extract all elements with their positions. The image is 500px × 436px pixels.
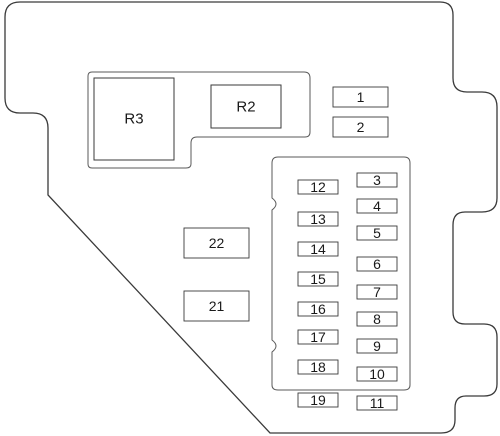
relay-r3-box	[93, 77, 175, 161]
fuse-1-box	[332, 86, 389, 108]
fuse-17-label: 17	[310, 329, 326, 345]
fuse-5-box	[356, 225, 398, 241]
fuse-12-box	[297, 179, 339, 195]
relay-r3-label: R3	[124, 110, 144, 128]
housing-outline	[4, 1, 498, 434]
fuse-21-box	[183, 290, 250, 322]
fuse-8-box	[356, 311, 398, 327]
fuse-8-label: 8	[373, 311, 381, 327]
fuse-11-box	[356, 395, 398, 411]
fuse-7-box	[356, 284, 398, 300]
fuse-18-box	[297, 359, 339, 375]
fuse-10-label: 10	[369, 366, 385, 382]
fuse-19-label: 19	[310, 392, 326, 408]
fuse-13-box	[297, 211, 339, 227]
fuse-2-box	[332, 116, 389, 138]
fuse-6-label: 6	[373, 256, 381, 272]
fuse-15-box	[297, 271, 339, 287]
fuse-14-box	[297, 241, 339, 257]
fuse-22-box	[183, 227, 250, 259]
fuse-19-box	[297, 392, 339, 408]
fuse-12-label: 12	[310, 179, 326, 195]
relay-r2-box	[210, 84, 282, 129]
fuse-4-label: 4	[373, 198, 381, 214]
fuse-2-label: 2	[356, 119, 365, 135]
fuse-9-label: 9	[373, 338, 381, 354]
fuse-10-box	[356, 366, 398, 382]
fuse-7-label: 7	[373, 284, 381, 300]
fuse-13-label: 13	[310, 211, 326, 227]
fuse-15-label: 15	[310, 271, 326, 287]
fuse-1-label: 1	[356, 89, 365, 105]
fuse-22-label: 22	[208, 235, 225, 251]
fuse-3-box	[356, 172, 398, 188]
fuse-17-box	[297, 329, 339, 345]
fuse-11-label: 11	[369, 395, 385, 411]
fuse-5-label: 5	[373, 225, 381, 241]
fuse-14-label: 14	[310, 241, 326, 257]
fuse-16-box	[297, 301, 339, 317]
fuse-6-box	[356, 256, 398, 272]
fuse-4-box	[356, 198, 398, 214]
fuse-block-outline	[271, 156, 411, 391]
relay-carrier-outline	[87, 71, 311, 169]
fuse-16-label: 16	[310, 301, 326, 317]
fuse-3-label: 3	[373, 172, 381, 188]
fuse-9-box	[356, 338, 398, 354]
fuse-18-label: 18	[310, 359, 326, 375]
fuse-21-label: 21	[208, 298, 225, 314]
relay-r2-label: R2	[236, 98, 256, 115]
